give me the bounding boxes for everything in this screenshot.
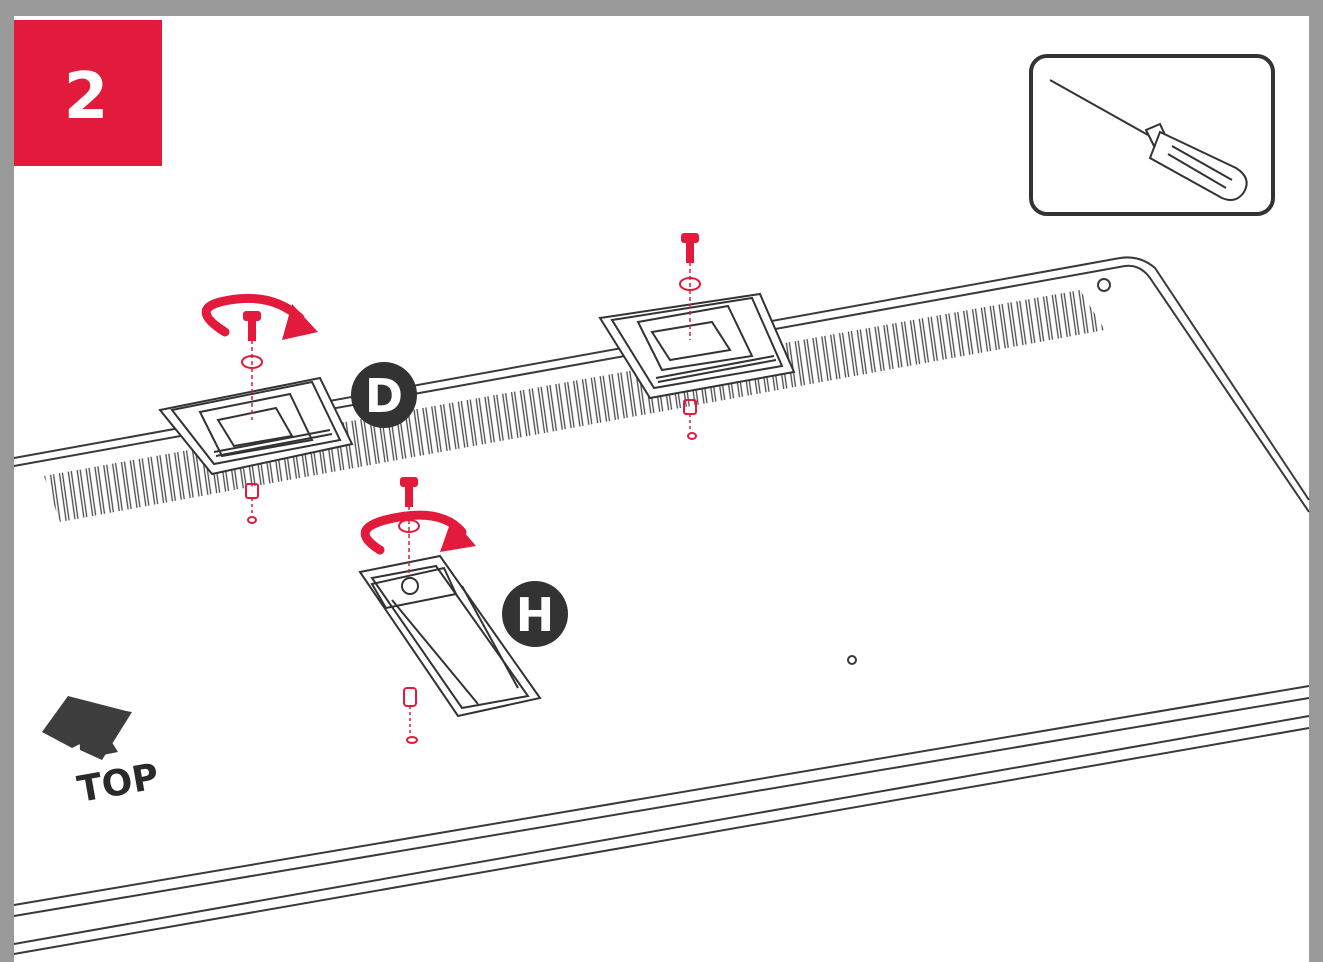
callout-d-label: D	[365, 369, 403, 423]
tv-back-panel	[13, 256, 1310, 955]
rotation-arrow-d	[201, 293, 305, 337]
stand-bracket-h	[358, 554, 542, 718]
vent-grille	[44, 290, 1105, 522]
rotation-arrow-h	[360, 510, 467, 555]
screw-hardware	[241, 233, 701, 744]
step-badge: 2	[14, 20, 162, 166]
tool-box	[1029, 54, 1275, 216]
bracket-d-left	[158, 376, 354, 476]
bracket-d-right	[598, 292, 796, 400]
callout-h-label: H	[516, 588, 555, 642]
step-number: 2	[64, 60, 109, 134]
rotation-arrowhead-h	[440, 518, 476, 552]
callout-d: D	[351, 362, 417, 428]
screwdriver-icon	[1049, 79, 1248, 201]
rotation-arrowhead-d	[282, 304, 318, 340]
callout-h: H	[502, 581, 568, 647]
arrow-up-icon	[42, 696, 132, 760]
